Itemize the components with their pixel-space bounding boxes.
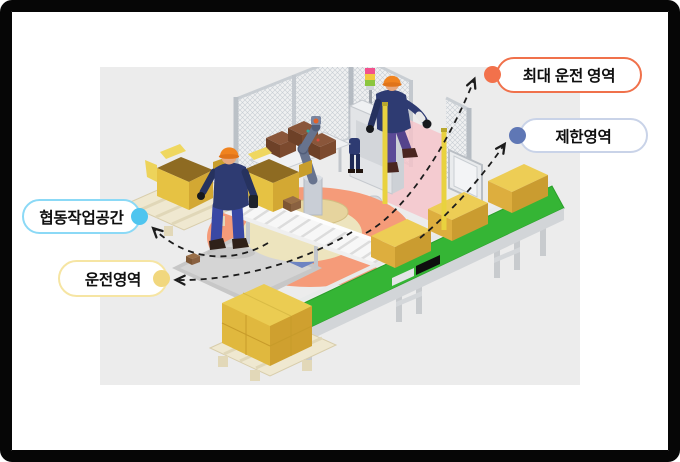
operating-area-dot-icon	[153, 270, 170, 287]
callout-operating-area: 운전영역	[58, 260, 168, 297]
gripper-icon	[313, 118, 319, 124]
callout-label: 최대 운전 영역	[522, 68, 616, 85]
collaborative-workspace-dot-icon	[131, 208, 148, 225]
conveyor-boxes	[371, 164, 548, 268]
small-parcel	[283, 196, 301, 212]
parts-boxes	[266, 121, 336, 160]
callout-label: 운전영역	[84, 271, 142, 289]
callout-label: 협동작업공간	[39, 209, 124, 227]
arrow-to-collaborative-workspace	[151, 226, 269, 258]
max-operating-area-dot-icon	[484, 66, 501, 83]
light-curtain-posts	[382, 102, 447, 230]
restricted-area-dot-icon	[509, 127, 526, 144]
conveyor-control-box	[416, 255, 440, 275]
floor-mat	[172, 232, 322, 304]
callout-max-operating-area: 최대 운전 영역	[496, 57, 642, 93]
callout-restricted-area: 제한영역	[519, 118, 648, 153]
helmet-icon	[383, 75, 401, 84]
belt-conveyor	[267, 180, 565, 362]
glove-icon	[197, 192, 205, 200]
signal-tower-icon	[365, 68, 375, 104]
tiny-box	[186, 253, 200, 265]
worker-inside	[348, 138, 363, 173]
arrow-to-max-operating-area	[365, 76, 477, 234]
arrow-to-operating-area	[173, 231, 353, 286]
callout-label: 제한영역	[555, 128, 612, 146]
pallet-stacked-boxes	[208, 284, 338, 381]
callout-collaborative-workspace: 협동작업공간	[22, 199, 141, 234]
glove-icon	[422, 119, 432, 129]
helmet-icon	[220, 147, 239, 156]
worker-left	[197, 147, 258, 259]
arrow-to-restricted-area	[419, 141, 507, 239]
